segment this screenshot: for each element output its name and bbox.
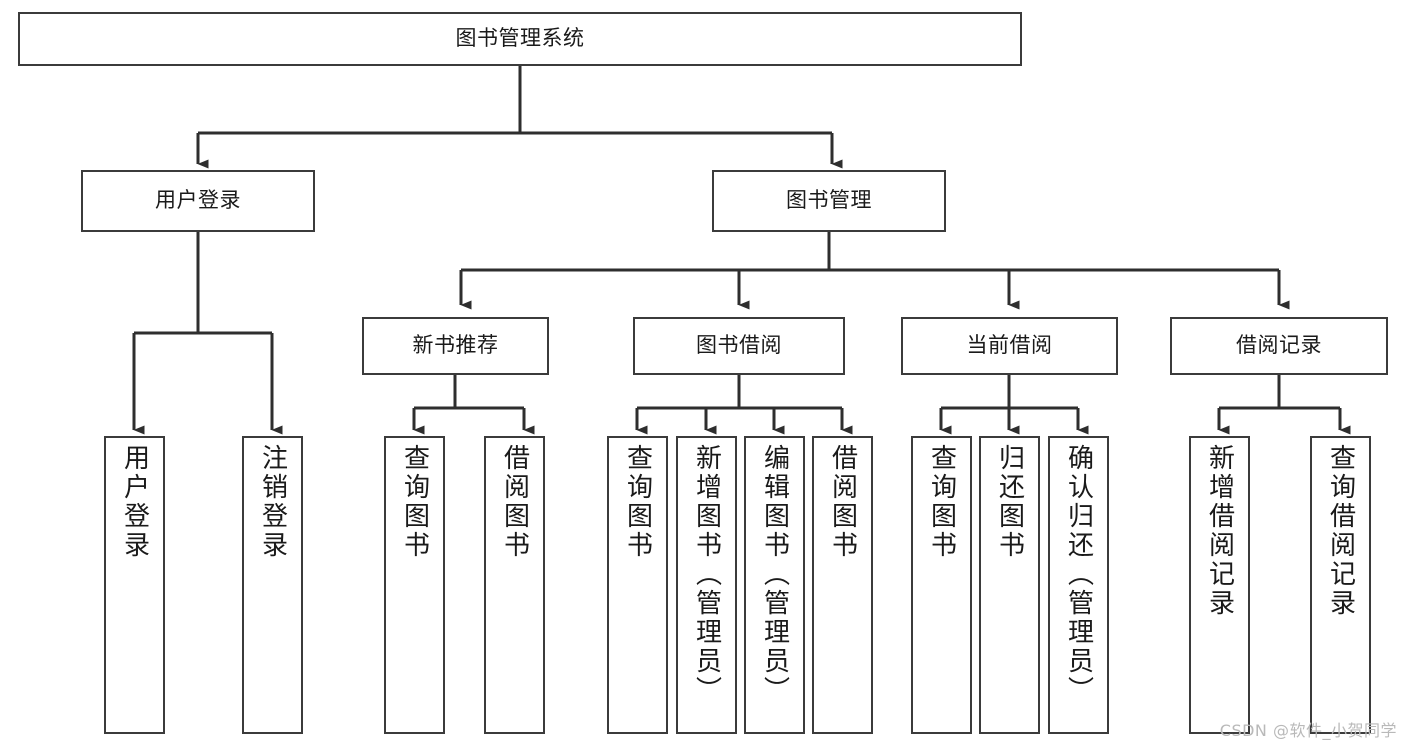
node-label: 图书借阅 <box>696 333 782 358</box>
node-label: 借阅图书 <box>827 444 858 560</box>
watermark: CSDN @软件_小贺同学 <box>1219 721 1397 740</box>
node-label: 新书推荐 <box>412 333 499 358</box>
node-borrowing-records[interactable]: 借阅记录 <box>1170 317 1388 375</box>
node-user-login[interactable]: 用户登录 <box>81 170 315 232</box>
node-label: 用户登录 <box>119 444 150 560</box>
leaf-user-login[interactable]: 用户登录 <box>104 436 165 734</box>
leaf-logout[interactable]: 注销登录 <box>242 436 303 734</box>
node-label: 归还图书 <box>994 444 1025 560</box>
node-label: 查询图书 <box>926 444 957 560</box>
node-label: 当前借阅 <box>966 333 1053 358</box>
node-book-borrowing[interactable]: 图书借阅 <box>633 317 845 375</box>
node-label: 新增图书（管理员） <box>691 444 722 705</box>
node-label: 新增借阅记录 <box>1204 444 1235 618</box>
leaf-query-books-borrow[interactable]: 查询图书 <box>607 436 668 734</box>
leaf-add-borrow-record[interactable]: 新增借阅记录 <box>1189 436 1250 734</box>
node-label: 图书管理系统 <box>455 26 585 51</box>
leaf-edit-book-admin[interactable]: 编辑图书（管理员） <box>744 436 805 734</box>
node-label: 借阅图书 <box>499 444 530 560</box>
leaf-add-book-admin[interactable]: 新增图书（管理员） <box>676 436 737 734</box>
leaf-return-books[interactable]: 归还图书 <box>979 436 1040 734</box>
node-book-management[interactable]: 图书管理 <box>712 170 946 232</box>
node-label: 查询借阅记录 <box>1325 444 1356 618</box>
node-new-book-recommendation[interactable]: 新书推荐 <box>362 317 549 375</box>
node-label: 查询图书 <box>622 444 653 560</box>
leaf-query-borrow-record[interactable]: 查询借阅记录 <box>1310 436 1371 734</box>
node-label: 编辑图书（管理员） <box>759 444 790 705</box>
node-label: 用户登录 <box>155 188 241 213</box>
node-label: 图书管理 <box>786 188 872 213</box>
leaf-borrow-books[interactable]: 借阅图书 <box>812 436 873 734</box>
node-label: 注销登录 <box>257 444 288 560</box>
node-current-borrowing[interactable]: 当前借阅 <box>901 317 1118 375</box>
leaf-query-books-newbook[interactable]: 查询图书 <box>384 436 445 734</box>
leaf-query-books-current[interactable]: 查询图书 <box>911 436 972 734</box>
node-root-book-management-system[interactable]: 图书管理系统 <box>18 12 1022 66</box>
leaf-confirm-return-admin[interactable]: 确认归还（管理员） <box>1048 436 1109 734</box>
node-label: 借阅记录 <box>1236 333 1322 358</box>
node-label: 确认归还（管理员） <box>1063 444 1094 705</box>
leaf-borrow-books-newbook[interactable]: 借阅图书 <box>484 436 545 734</box>
node-label: 查询图书 <box>399 444 430 560</box>
